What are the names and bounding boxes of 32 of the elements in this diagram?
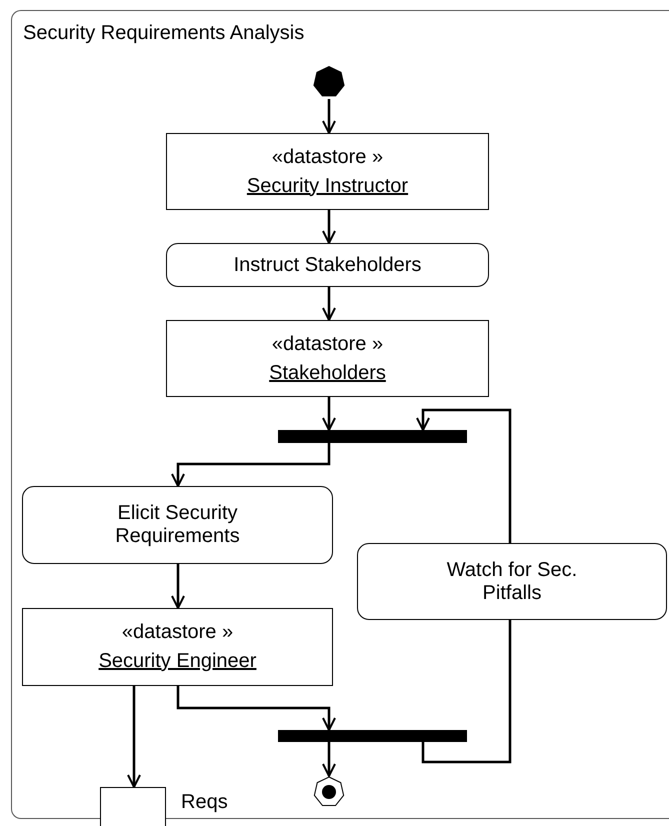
flow-arrow <box>171 564 185 609</box>
flow-arrow <box>127 686 141 788</box>
action-box <box>166 243 489 287</box>
sync-bar <box>278 430 467 443</box>
action-box <box>22 486 333 564</box>
datastore-name: Security Instructor <box>246 174 408 198</box>
flow-arrow <box>322 99 336 134</box>
activity-frame <box>11 10 669 819</box>
action-box <box>357 543 667 620</box>
sync-bar <box>278 730 467 742</box>
flow-arrow <box>322 397 336 431</box>
flow-arrow <box>176 686 336 731</box>
action-label: Watch for Sec. Pitfalls <box>446 558 578 604</box>
datastore-name: Security Engineer <box>98 650 256 673</box>
flow-arrow <box>322 210 336 244</box>
datastore-box <box>166 320 489 397</box>
flow-arrow <box>322 287 336 321</box>
flow-arrow <box>171 443 330 487</box>
flow-arrow <box>322 742 336 777</box>
flow-arrow <box>416 408 512 543</box>
object-box <box>100 787 166 826</box>
object-label: Reqs <box>181 791 228 814</box>
stereotype-label: «datastore » <box>272 146 384 168</box>
datastore-box <box>166 133 489 210</box>
action-label: Elicit Security Requirements <box>114 502 241 548</box>
datastore-name: Stakeholders <box>269 362 386 384</box>
stereotype-label: «datastore » <box>272 332 384 356</box>
frame-title: Security Requirements Analysis <box>23 22 304 45</box>
datastore-box <box>22 608 333 686</box>
flow-line <box>422 620 512 764</box>
action-label: Instruct Stakeholders <box>234 254 422 276</box>
stereotype-label: «datastore » <box>122 621 234 644</box>
